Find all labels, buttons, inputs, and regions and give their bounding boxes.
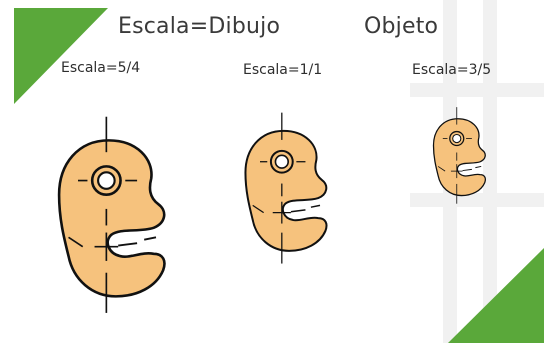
title-equation: Escala=Dibujo xyxy=(118,14,281,39)
corner-top-left-icon xyxy=(14,8,108,104)
scale-label-small: Escala=3/5 xyxy=(412,62,492,78)
title-row: Escala=Dibujo Objeto xyxy=(0,14,544,46)
part-figure-medium xyxy=(244,111,328,265)
corner-bottom-right-triangle xyxy=(448,248,544,343)
part-figure-large xyxy=(57,115,166,315)
scale-label-medium: Escala=1/1 xyxy=(243,62,323,78)
corner-top-left-triangle xyxy=(14,8,108,104)
title-object-word: Objeto xyxy=(364,14,439,39)
part-figure-small xyxy=(432,106,486,205)
scale-label-large: Escala=5/4 xyxy=(61,60,141,76)
corner-bottom-right-icon xyxy=(448,248,544,343)
